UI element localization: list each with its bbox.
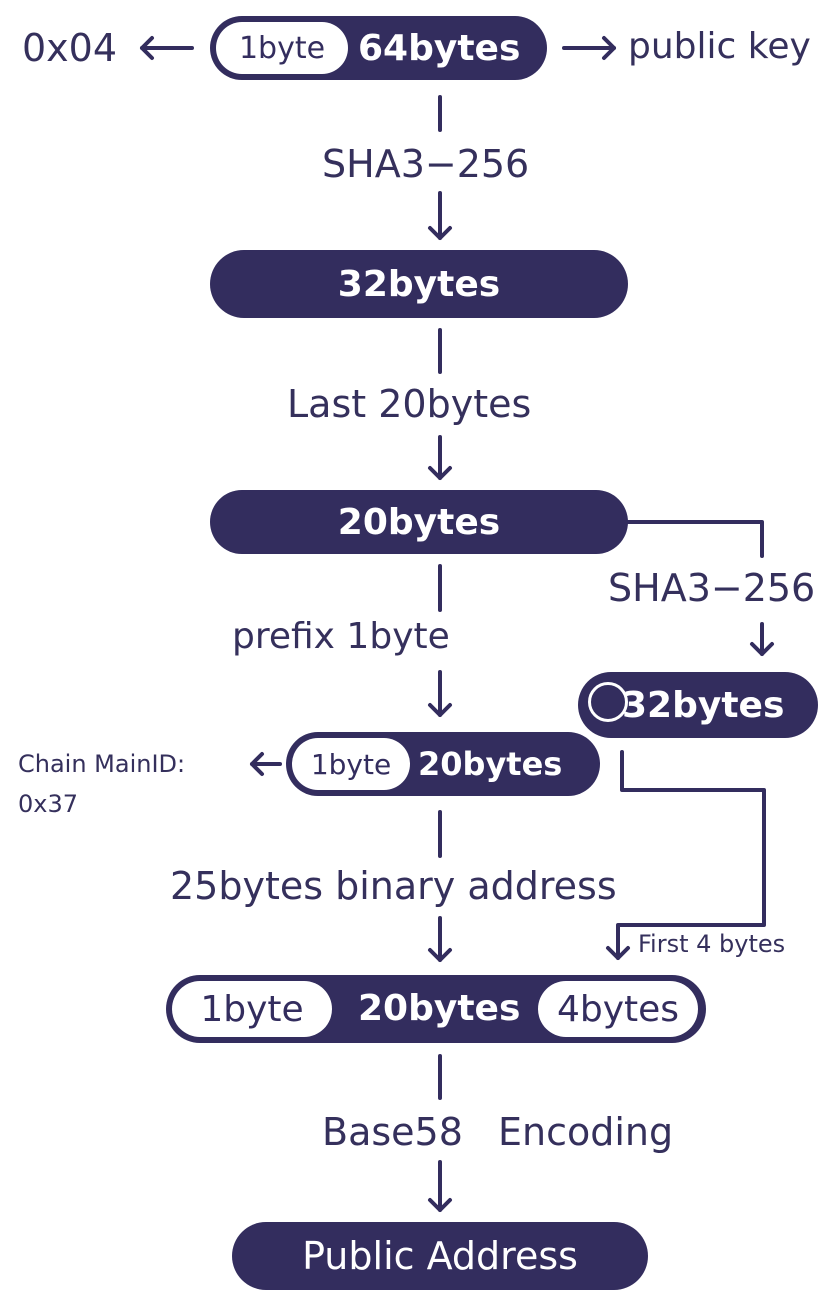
chain-mainid-label: Chain MainID: [18, 750, 186, 778]
step-25bytes-binary-address-label: 25bytes binary address [170, 864, 617, 908]
step-base58-label: Base58 [322, 1110, 463, 1154]
step-encoding-label: Encoding [498, 1110, 674, 1154]
bytes20-pill: 20bytes [210, 490, 628, 554]
chain-mainid-value: 0x37 [18, 790, 79, 818]
public-key-pill: 1byte 64bytes [210, 16, 547, 80]
step-last-20bytes-label: Last 20bytes [287, 382, 532, 426]
prefixed-address-pill: 1byte 20bytes [286, 732, 600, 796]
prefixed-1byte-segment: 1byte [292, 738, 410, 790]
side-branch-line [623, 520, 764, 558]
circle-marker-icon [588, 682, 628, 722]
prefix-value-0x04: 0x04 [22, 26, 118, 70]
pubkey-body-segment: 64bytes [358, 28, 521, 69]
binary-prefix-segment: 1byte [172, 981, 332, 1037]
hash-32bytes-pill: 32bytes [210, 250, 628, 318]
checksum-hash-text: 32bytes [622, 685, 785, 726]
step-prefix-1byte-label: prefix 1byte [232, 616, 450, 657]
binary-payload-segment: 20bytes [358, 988, 521, 1029]
checksum-hash-32bytes-pill: 32bytes [578, 672, 818, 738]
public-address-pill: Public Address [232, 1222, 648, 1290]
binary-address-pill: 1byte 20bytes 4bytes [166, 975, 706, 1043]
first-4-bytes-label: First 4 bytes [638, 930, 786, 958]
pubkey-prefix-segment: 1byte [216, 22, 348, 74]
binary-checksum-segment: 4bytes [538, 981, 698, 1037]
side-sha3-256-label: SHA3−256 [608, 566, 816, 610]
public-key-label: public key [628, 26, 811, 67]
prefixed-20bytes-segment: 20bytes [418, 745, 563, 783]
checksum-line [616, 750, 766, 960]
step-sha3-256-label: SHA3−256 [322, 142, 530, 186]
